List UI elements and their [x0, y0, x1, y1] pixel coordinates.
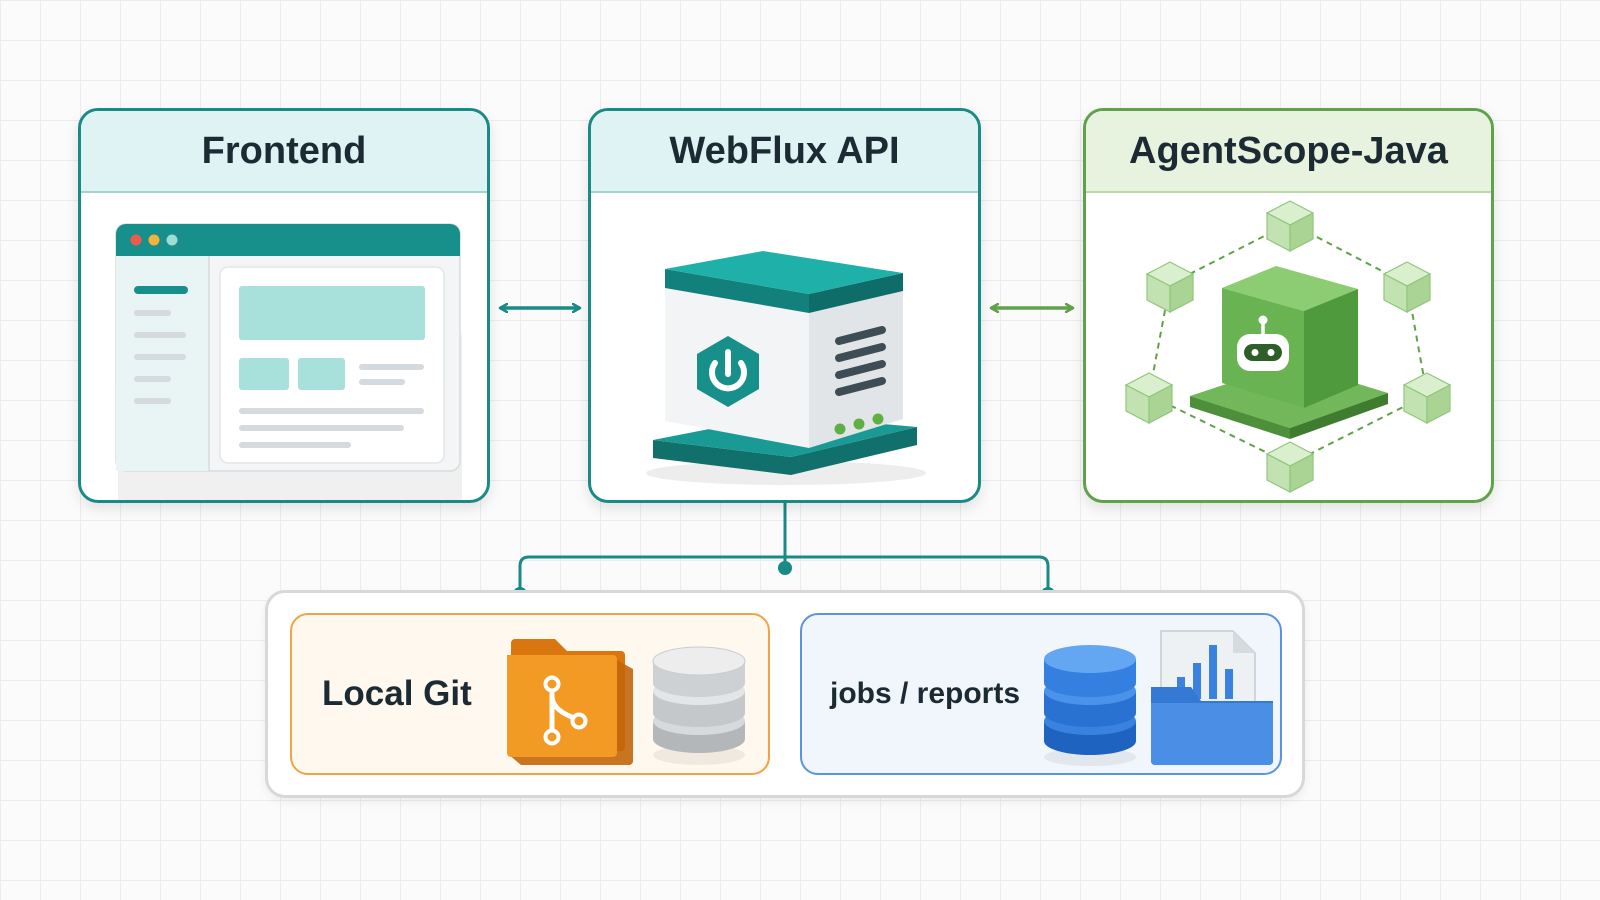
local-git-label: Local Git	[322, 674, 472, 713]
browser-window-icon	[115, 223, 462, 500]
webflux-node[interactable]: WebFlux API	[588, 108, 981, 503]
peer-node-cubes	[1124, 200, 1452, 493]
agentscope-title: AgentScope-Java	[1086, 111, 1491, 193]
agent-core-cube	[1190, 266, 1388, 439]
webflux-title: WebFlux API	[591, 111, 978, 193]
git-folder-icon	[507, 639, 633, 765]
jobs-reports-node[interactable]: jobs / reports	[800, 613, 1282, 775]
agentscope-node[interactable]: AgentScope-Java	[1083, 108, 1494, 503]
frontend-title: Frontend	[81, 111, 487, 193]
database-icon	[652, 646, 746, 765]
storage-group: Local Git jobs / reports	[265, 590, 1305, 798]
jobs-reports-label: jobs / reports	[830, 677, 1021, 710]
local-git-node[interactable]: Local Git	[290, 613, 770, 775]
connector-webflux-storage	[518, 503, 1050, 594]
frontend-node[interactable]: Frontend	[78, 108, 490, 503]
server-power-icon	[646, 251, 926, 485]
report-folder-icon	[1151, 630, 1273, 765]
junction-dot	[778, 561, 792, 575]
database-icon	[1044, 645, 1136, 766]
agent-network-icon	[1124, 200, 1452, 493]
